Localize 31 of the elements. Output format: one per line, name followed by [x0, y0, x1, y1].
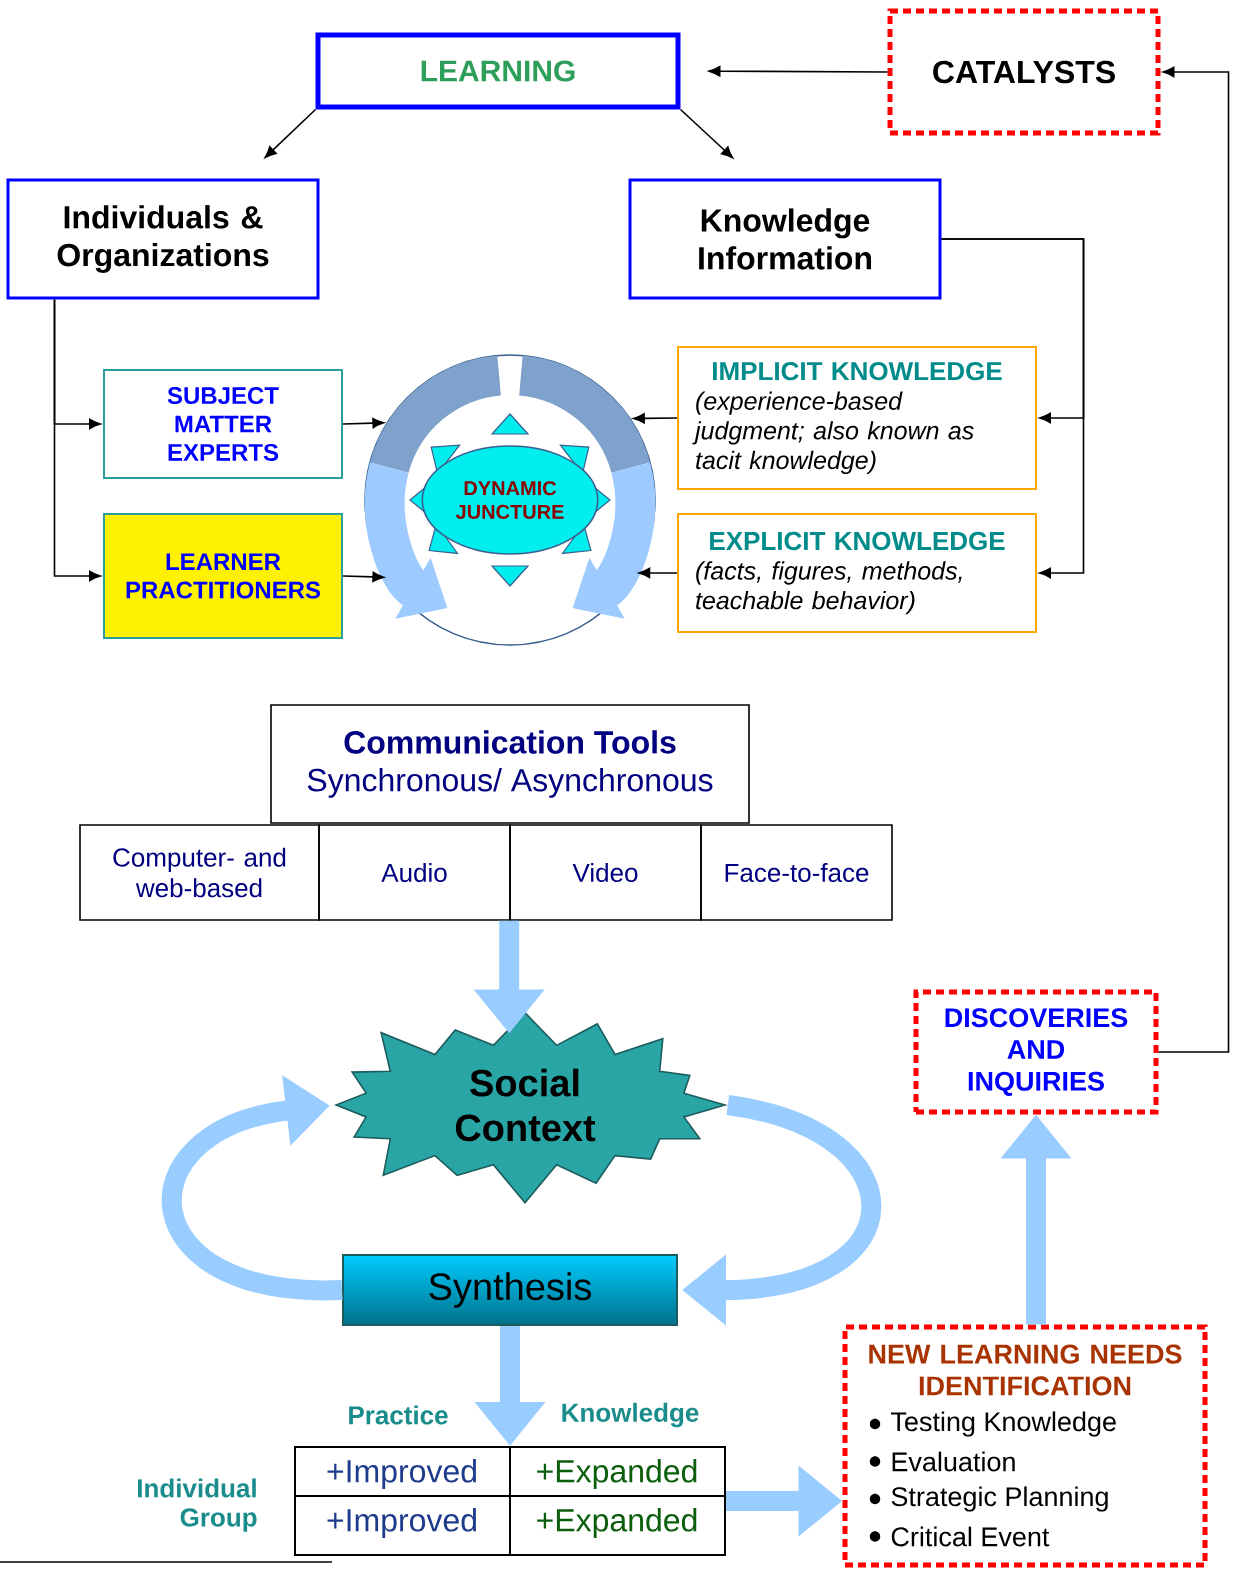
knowledge-box: EXPLICIT KNOWLEDGE (facts, figures, methods, teachable behavior)	[677, 513, 1037, 633]
tool-cell: Audio	[318, 824, 511, 921]
row-header: Individual	[138, 1478, 256, 1498]
role-box: LEARNER PRACTITIONERS	[103, 513, 343, 639]
tool-cell: Computer- and web-based	[79, 824, 320, 921]
arrow	[633, 413, 678, 424]
role-box: SUBJECT MATTER EXPERTS	[103, 369, 343, 479]
arrow	[679, 108, 734, 159]
title-box: LEARNING	[315, 32, 681, 110]
concept-box: Knowledge Information	[628, 178, 942, 300]
arrow	[1157, 66, 1230, 1053]
arrow	[342, 571, 385, 583]
tool-cell: Face-to-face	[700, 824, 893, 921]
block-arrow	[162, 1075, 343, 1300]
needs-box: NEW LEARNING NEEDS IDENTIFICATION Testing Knowledge Evaluation Strategic Planning Critical Event	[842, 1324, 1208, 1568]
results-table: +Improved +Expanded +Improved +Expanded	[294, 1446, 726, 1556]
discovery-box: DISCOVERIES AND INQUIRIES	[913, 989, 1159, 1115]
arrow	[264, 108, 317, 158]
catalyst-box: CATALYSTS	[887, 8, 1161, 136]
arrow	[708, 65, 889, 77]
arrow	[940, 238, 1085, 579]
arrow	[342, 417, 385, 429]
row-header: Group	[180, 1508, 257, 1532]
arrow	[638, 567, 678, 579]
tools-header-box: Communication Tools Synchronous/ Asynchronous	[270, 704, 750, 824]
tool-cell: Video	[509, 824, 702, 921]
column-header: Knowledge	[562, 1402, 699, 1428]
synthesis-bar: Synthesis	[342, 1254, 678, 1326]
concept-box: Individuals & Organizations	[6, 178, 320, 300]
knowledge-box: IMPLICIT KNOWLEDGE (experience-based judgment; also known as tacit knowledge)	[677, 346, 1037, 490]
arrow	[53, 298, 101, 582]
